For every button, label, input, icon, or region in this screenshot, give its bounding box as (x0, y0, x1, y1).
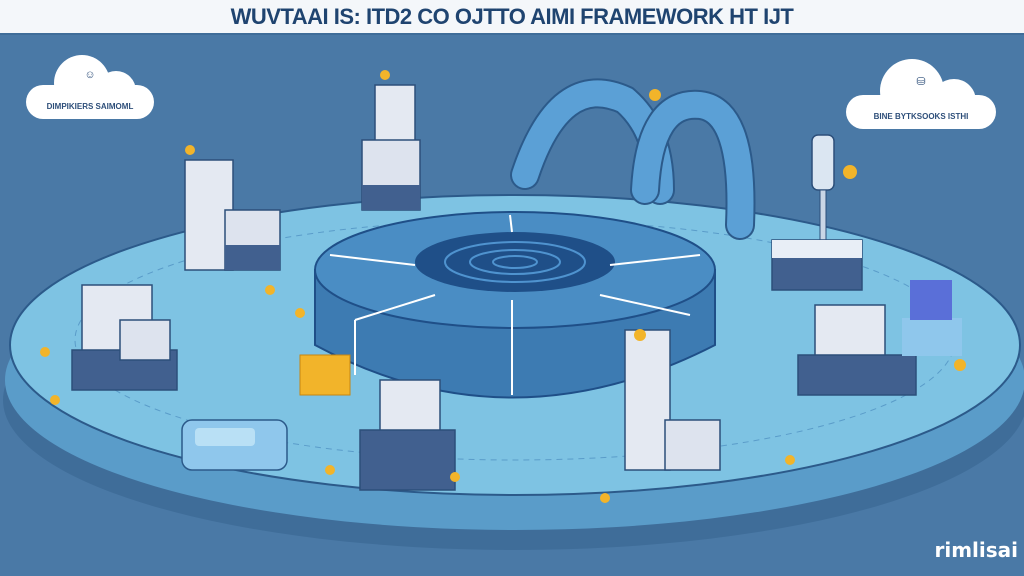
building-right-tall (624, 329, 721, 471)
central-hub (314, 211, 716, 399)
building-left-tall (184, 159, 281, 271)
cloud-badge-right: ⛁ BINE BYTKSOOKS ISTHI (846, 59, 996, 129)
crystal-block (902, 280, 962, 356)
title-bar: WUVTAAI IS: ITD2 CO OJTTO AIMI FRAMEWORK… (0, 0, 1024, 35)
cloud-badge-left: ☺ DIMPIKIERS SAIMOML (26, 55, 154, 119)
building-bottom-center (359, 379, 456, 491)
database-icon: ⛁ (916, 76, 926, 88)
tower-beacon (771, 134, 863, 291)
cloud-label: DIMPIKIERS SAIMOML (46, 102, 134, 111)
watermark: rimlisai (934, 538, 1018, 562)
page-title: WUVTAAI IS: ITD2 CO OJTTO AIMI FRAMEWORK… (230, 3, 794, 29)
building-right (797, 304, 917, 396)
building-top-center (361, 84, 421, 211)
building-left (71, 284, 178, 391)
cloud-label: BINE BYTKSOOKS ISTHI (873, 112, 969, 121)
vehicle (181, 419, 288, 471)
robot-icon: ☺ (84, 69, 96, 81)
gold-blocks (299, 354, 351, 396)
arch-structure (510, 78, 756, 240)
coins (40, 70, 966, 503)
